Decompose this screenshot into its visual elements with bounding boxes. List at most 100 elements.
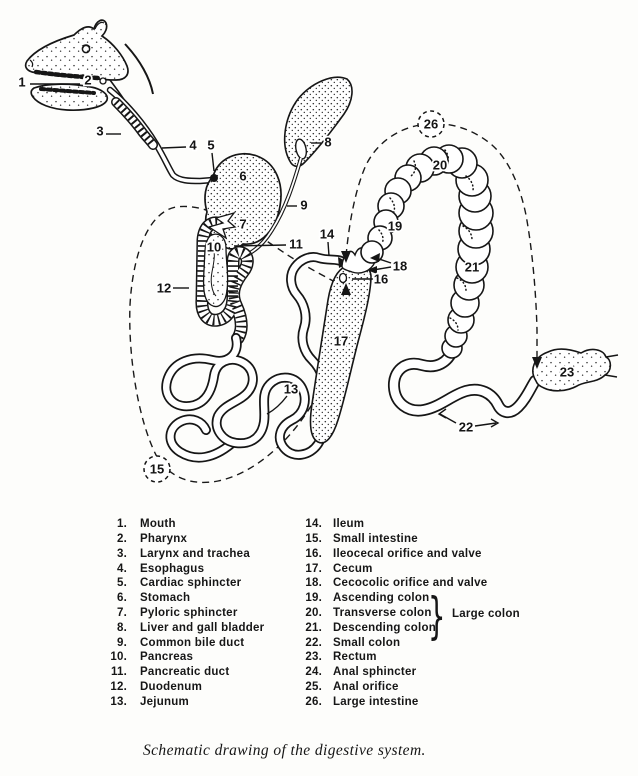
callout-4: 4 [189, 138, 197, 153]
junction-arrows [341, 251, 542, 369]
callout-22: 22 [459, 420, 473, 435]
callout-11: 11 [289, 237, 303, 252]
trachea [111, 97, 158, 150]
callout-18: 18 [393, 259, 407, 274]
callout-7: 7 [239, 217, 246, 232]
legend-item-8: 8.Liver and gall bladder [100, 620, 264, 635]
leader-lines [30, 83, 500, 428]
legend-item-12: 12.Duodenum [100, 679, 264, 694]
legend-label: Ileocecal orifice and valve [333, 547, 482, 560]
legend-label: Pancreatic duct [140, 666, 230, 679]
figure-caption: Schematic drawing of the digestive syste… [143, 742, 426, 759]
legend-item-3: 3. Larynx and trachea [100, 547, 264, 562]
legend-label: Jejunum [140, 695, 190, 708]
jejunum-ileum [161, 252, 349, 463]
callout-26: 26 [424, 117, 438, 132]
duodenum [195, 216, 254, 345]
legend-number: 12. [110, 680, 127, 693]
large-colon [360, 144, 494, 359]
pancreas [202, 233, 229, 308]
legend-item-13: 13. Jejunum [100, 694, 264, 709]
legend-number: 17. [305, 562, 322, 575]
legend-label: Cardiac sphincter [140, 577, 242, 590]
legend-label: Large intestine [333, 695, 419, 708]
legend-number: 18. [305, 577, 322, 590]
legend-item-17: 17.Cecum [295, 561, 487, 576]
legend-number: 15. [305, 533, 322, 546]
callout-10: 10 [207, 240, 221, 255]
legend-label: Transverse colon [333, 606, 432, 619]
callout-16: 16 [374, 272, 388, 287]
legend-item-20: 20. Transverse colon [295, 606, 487, 621]
leader-13 [266, 395, 288, 415]
gall-bladder [294, 138, 308, 160]
large-intestine-start-arrow [341, 251, 351, 263]
legend-label: Mouth [140, 518, 176, 531]
legend-item-24: 24.Anal sphincter [295, 665, 487, 680]
legend-number: 16. [305, 547, 322, 560]
legend-number: 20. [305, 606, 322, 619]
legend-item-9: 9. Common bile duct [100, 635, 264, 650]
legend-label: Anal orifice [333, 680, 399, 693]
large-colon-brace: } [428, 587, 446, 645]
small-intestine-end-arrow [341, 283, 351, 295]
legend-item-16: 16. Ileocecal orifice and valve [295, 547, 487, 562]
liver [283, 76, 353, 168]
legend-label: Common bile duct [140, 636, 245, 649]
legend-label: Larynx and trachea [140, 547, 250, 560]
legend-label: Ileum [333, 518, 365, 531]
legend-item-10: 10.Pancreas [100, 650, 264, 665]
legend-item-4: 4.Esophagus [100, 561, 264, 576]
legend-item-19: 19. Ascending colon [295, 591, 487, 606]
legend-label: Cecocolic orifice and valve [333, 577, 488, 590]
legend-column-right: 14. Ileum 15.Small intestine 16. Ileocecal… [295, 517, 487, 709]
legend-item-14: 14. Ileum [295, 517, 487, 532]
legend-number: 7. [117, 606, 127, 619]
leader-4 [161, 146, 187, 149]
legend-label: Pharynx [140, 533, 188, 546]
callout-15: 15 [150, 462, 164, 477]
legend-number: 24. [305, 666, 322, 679]
legend-number: 19. [305, 592, 322, 605]
upper-teeth [33, 69, 101, 81]
legend-item-7: 7.Pyloric sphincter [100, 606, 264, 621]
callout-3: 3 [96, 124, 103, 139]
legend-item-15: 15.Small intestine [295, 532, 487, 547]
leader-18a [375, 257, 392, 264]
legend-label: Ascending colon [333, 592, 430, 605]
legend-number: 3. [117, 547, 127, 560]
legend-label: Pancreas [140, 651, 194, 664]
eye [81, 44, 91, 54]
pyloric-sphincter-arrow [207, 211, 237, 240]
legend-number: 6. [117, 592, 127, 605]
legend-number: 2. [117, 533, 127, 546]
common-bile-duct [247, 157, 303, 256]
callout-2: 2 [84, 73, 91, 88]
cardiac-sphincter [210, 174, 218, 182]
legend-item-21: 21.Descending colon [295, 620, 487, 635]
large-intestine-circle [417, 110, 445, 138]
legend-number: 22. [305, 636, 322, 649]
legend-number: 11. [111, 666, 127, 679]
rectum [532, 348, 619, 392]
legend-item-11: 11. Pancreatic duct [100, 665, 264, 680]
leader-22b [474, 422, 497, 427]
large-intestine-outline [345, 122, 538, 364]
legend-item-23: 23.Rectum [295, 650, 487, 665]
legend-number: 9. [117, 636, 127, 649]
legend-label: Descending colon [333, 621, 437, 634]
digestive-system-diagram: 1 2 3 4 5 6 7 8 9 10 11 12 13 14 15 16 1… [17, 19, 619, 484]
callout-9: 9 [300, 198, 307, 213]
legend-number: 5. [117, 577, 127, 590]
legend-number: 13. [110, 695, 127, 708]
cecocolic-arrow-upper [370, 253, 380, 262]
legend-column-left: 1.Mouth 2.Pharynx 3.Larynx and trachea 4… [100, 517, 264, 709]
legend-item-2: 2. Pharynx [100, 532, 264, 547]
rectum-boundary-arrow [532, 357, 542, 369]
callout-23: 23 [560, 365, 574, 380]
legend-item-6: 6.Stomach [100, 591, 264, 606]
callout-14: 14 [320, 227, 335, 242]
legend-number: 14. [305, 518, 322, 531]
small-intestine-outline [129, 205, 347, 484]
legend-item-25: 25.Anal orifice [295, 679, 487, 694]
